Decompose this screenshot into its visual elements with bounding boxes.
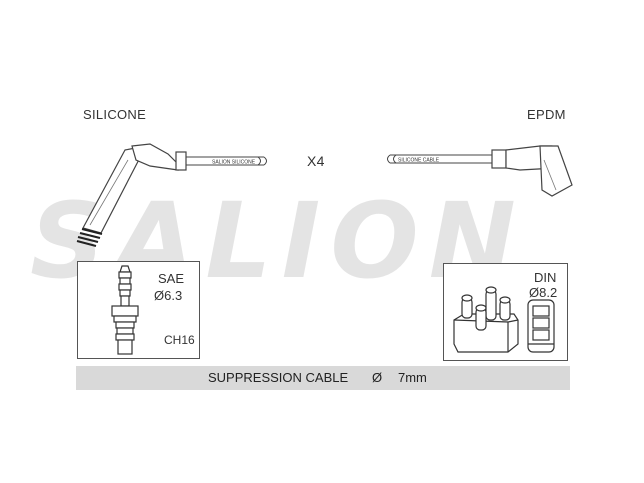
left-cable-print: SALION SILICONE — [212, 160, 256, 166]
right-material-label: EPDM — [527, 107, 566, 122]
din-title: DIN — [534, 270, 557, 285]
sae-title: SAE — [158, 271, 185, 286]
left-boot-icon — [76, 143, 187, 247]
din-connector-icon — [527, 299, 555, 353]
right-cable-print: SILICONE CABLE — [398, 158, 440, 164]
suppression-cable-label: SUPPRESSION CABLE — [208, 370, 349, 385]
diameter-symbol: Ø — [372, 370, 383, 385]
sae-size: Ø6.3 — [154, 288, 183, 303]
suppression-cable-bar: SUPPRESSION CABLE Ø 7mm — [76, 366, 570, 390]
sae-terminal-box: SAE Ø6.3 CH16 — [77, 261, 200, 359]
spark-plug-terminal-icon — [111, 265, 139, 355]
left-cable — [186, 156, 267, 166]
coil-terminal-icon — [453, 286, 519, 353]
left-material-label: SILICONE — [83, 107, 147, 122]
sae-hex-size: CH16 — [164, 333, 195, 347]
right-boot-icon — [491, 145, 573, 197]
right-cable — [387, 154, 492, 164]
quantity-label: X4 — [307, 153, 325, 169]
din-size: Ø8.2 — [529, 285, 558, 300]
cable-diameter-value: 7mm — [398, 370, 427, 385]
din-terminal-box: DIN Ø8.2 — [443, 263, 568, 361]
